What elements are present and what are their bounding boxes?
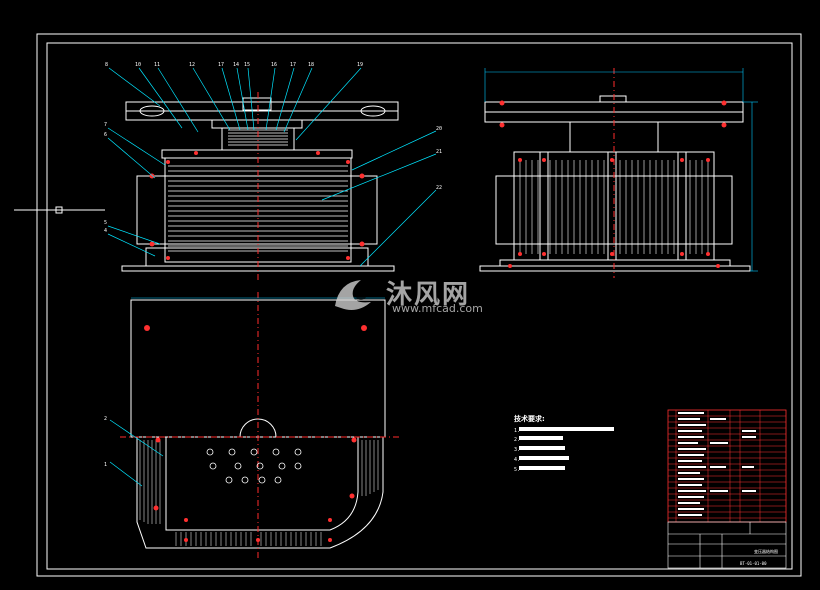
watermark-text: 沐风网 — [386, 280, 471, 310]
part-label: 11 — [154, 62, 160, 68]
plan-bolts — [144, 325, 367, 542]
mfcad-logo-icon — [335, 280, 371, 310]
part-label: 18 — [308, 62, 314, 68]
drawing-number: BT-01-01-00 — [740, 561, 767, 566]
parts-list — [667, 409, 787, 523]
plan-holes — [206, 448, 302, 484]
front-view — [121, 97, 399, 272]
front-part-labels: 8 10 11 12 17 14 15 16 17 18 19 7 6 5 4 … — [104, 62, 442, 234]
plan-leaders — [109, 419, 164, 487]
drawing-title: 变压器结构图 — [754, 548, 778, 554]
plan-part-labels: 2 1 — [104, 416, 107, 468]
plan-fins-left — [139, 440, 161, 524]
part-label: 20 — [436, 126, 442, 132]
part-label: 5 — [104, 220, 107, 226]
part-label: 4 — [104, 228, 107, 234]
tech-requirements-title: 技术要求: — [514, 414, 545, 423]
tech-requirement-item: 3. — [514, 447, 520, 453]
tech-requirement-item: 4. — [514, 457, 520, 463]
part-label: 16 — [271, 62, 277, 68]
part-label: 2 — [104, 416, 107, 422]
plan-fins-bottom — [175, 532, 322, 546]
front-bolts — [149, 151, 365, 260]
side-bolts — [499, 100, 727, 268]
tech-requirement-item: 2. — [514, 437, 520, 443]
watermark-url: www.mfcad.com — [392, 302, 483, 315]
tech-requirements: 技术要求: 1. 2. 3. 4. 5. — [514, 414, 614, 473]
part-label: 12 — [189, 62, 195, 68]
inner-frame — [46, 42, 793, 570]
part-label: 1 — [104, 462, 107, 468]
outer-frame — [36, 33, 802, 577]
part-label: 14 — [233, 62, 239, 68]
part-label: 22 — [436, 185, 442, 191]
part-label: 15 — [244, 62, 250, 68]
plan-centerlines — [120, 292, 400, 560]
front-leaders — [107, 67, 437, 267]
title-block — [667, 521, 787, 569]
part-label: 19 — [357, 62, 363, 68]
part-label: 17 — [218, 62, 224, 68]
part-label: 10 — [135, 62, 141, 68]
tech-requirement-item: 5. — [514, 467, 520, 473]
part-label: 8 — [105, 62, 108, 68]
plan-view — [130, 299, 386, 549]
crosshair-cursor — [14, 206, 105, 214]
plan-fins-right — [361, 440, 379, 496]
side-view — [479, 95, 751, 272]
part-label: 6 — [104, 132, 107, 138]
part-label: 7 — [104, 122, 107, 128]
tech-requirement-item: 1. — [514, 428, 520, 434]
part-label: 21 — [436, 149, 442, 155]
part-label: 17 — [290, 62, 296, 68]
side-dimensions — [484, 68, 758, 272]
